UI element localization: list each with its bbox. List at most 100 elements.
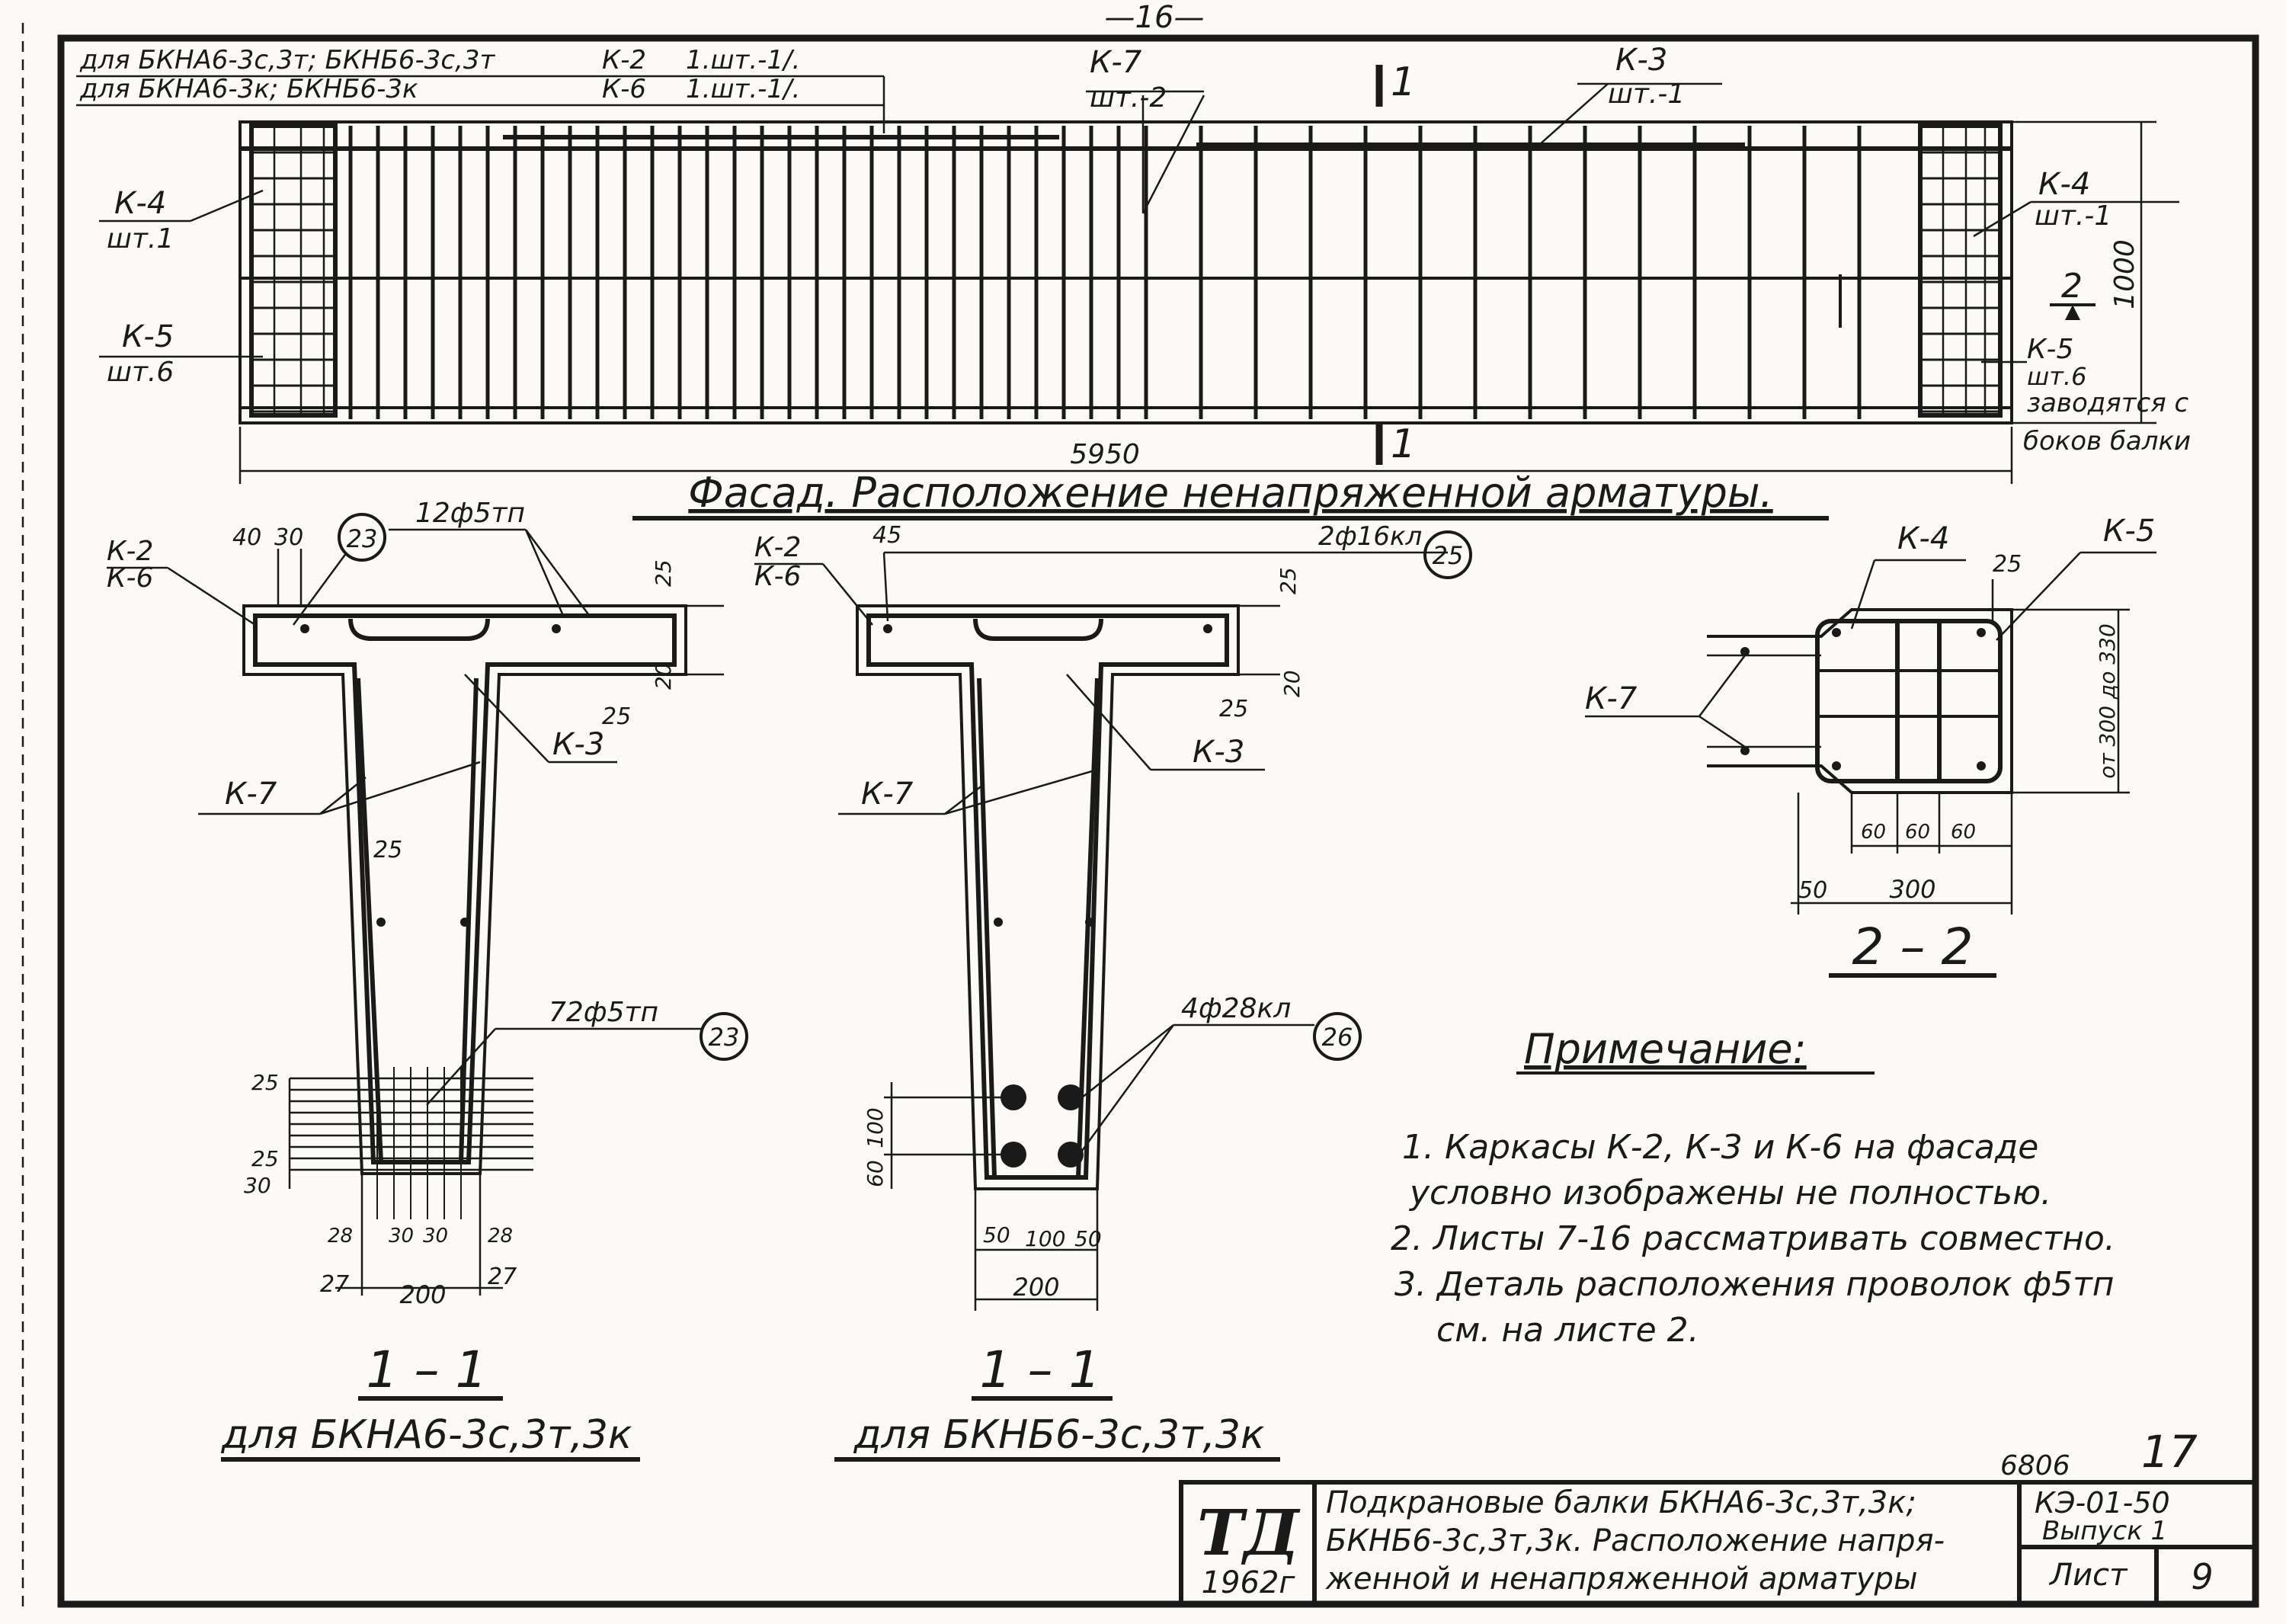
left-bottom-wire-label: 72ф5тп [549, 997, 658, 1028]
header-frame-1: К-2 [602, 45, 646, 75]
left-w28a: 28 [328, 1225, 353, 1248]
right-k7-label: К-7 [861, 777, 914, 812]
facade-k5-right-label: К-5 [2027, 334, 2073, 365]
facade-k5-left-label: К-5 [122, 319, 174, 354]
title-series: КЭ-01-50 [2035, 1486, 2170, 1520]
end-cage-left [249, 123, 338, 418]
facade-length-dim: 5950 [1070, 439, 1140, 470]
title-desc-3: женной и ненапряженной арматуры [1325, 1562, 1918, 1597]
notes-line-3: 2. Листы 7-16 рассматривать совместно. [1391, 1219, 2115, 1258]
title-block: 6806 17 ТД 1962г Подкрановые балки БКНА6… [1179, 1426, 2258, 1606]
right-k3-label: К-3 [1193, 735, 1244, 770]
title-logo: ТД [1197, 1497, 1301, 1570]
facade-side-note-2: боков балки [2023, 426, 2191, 456]
facade-k4-left-qty: шт.1 [107, 223, 174, 255]
facade-k3-qty: шт.-1 [1608, 78, 1685, 110]
facade-k4-left-label: К-4 [114, 186, 166, 221]
right-dim-25b: 25 [1219, 696, 1248, 722]
facade-height-dim: 1000 [2109, 239, 2140, 309]
title-sheet-label: Лист [2048, 1558, 2128, 1593]
s22-dim-300: 300 [1889, 875, 1935, 904]
s22-dim-60c: 60 [1951, 821, 1976, 844]
section-mark-bottom: 1 [1391, 421, 1416, 467]
right-k6-label: К-6 [754, 561, 801, 592]
title-year: 1962г [1202, 1565, 1296, 1600]
header-qty-2: 1.шт.-1/. [686, 74, 800, 104]
right-top-mark: 25 [1433, 541, 1464, 570]
end-cage-right [1918, 123, 2003, 418]
left-k3-label: К-3 [552, 727, 604, 762]
s22-dim-60b: 60 [1905, 821, 1930, 844]
s22-k5-label: К-5 [2103, 514, 2155, 549]
facade-k5-left-qty: шт.6 [107, 357, 174, 388]
left-w200: 200 [399, 1280, 446, 1309]
right-dim-20: 20 [1279, 670, 1305, 697]
facade-k7-label: К-7 [1090, 45, 1142, 80]
section-right: К-2 К-6 45 2ф16кл 25 25 20 25 К-3 К-7 4ф… [754, 521, 1472, 1462]
notes-title: Примечание: [1524, 1025, 1807, 1073]
left-caption: 1 – 1 [367, 1341, 488, 1399]
right-w50b: 50 [1074, 1226, 1102, 1251]
facade-k7-qty: шт.-2 [1090, 82, 1167, 114]
section-left: К-2 К-6 40 30 23 12ф5тп 25 20 25 К-3 К-7… [107, 498, 748, 1462]
right-h100: 100 [863, 1107, 888, 1148]
header-applies-1: для БКНА6-3с,3т; БКНБ6-3с,3т [79, 45, 496, 75]
archive-sheet: 17 [2141, 1426, 2198, 1478]
left-subcaption: для БКНА6-3с,3т,3к [221, 1412, 632, 1458]
title-issue: Выпуск 1 [2042, 1516, 2167, 1546]
s22-dim-60a: 60 [1861, 821, 1886, 844]
left-dim-25d: 25 [251, 1070, 279, 1095]
notes-line-2: условно изображены не полностью. [1408, 1174, 2051, 1212]
right-w50a: 50 [983, 1222, 1010, 1248]
facade-side-note-1: заводятся с [2027, 388, 2188, 418]
s22-dim-25: 25 [1993, 551, 2022, 578]
right-caption: 1 – 1 [980, 1341, 1101, 1399]
left-w30a: 30 [389, 1225, 414, 1248]
right-w200: 200 [1013, 1273, 1059, 1302]
facade-k3-label: К-3 [1615, 43, 1667, 78]
title-sheet-number: 9 [2191, 1556, 2213, 1597]
left-dim-20: 20 [651, 662, 676, 690]
left-dim-25e: 25 [251, 1146, 279, 1171]
left-k2-label: К-2 [107, 536, 153, 567]
left-dim-25a: 25 [651, 559, 676, 587]
header-qty-1: 1.шт.-1/. [686, 45, 800, 75]
right-bottom-mark: 26 [1322, 1023, 1353, 1052]
header-applies-2: для БКНА6-3к; БКНБ6-3к [79, 74, 418, 104]
facade-k4-right-qty: шт.-1 [2035, 200, 2112, 232]
facade-mark-2: 2 [2061, 267, 2083, 306]
right-top-bar-label: 2ф16кл [1318, 521, 1422, 552]
section-mark-top: 1 [1391, 59, 1416, 105]
beam-outline [239, 120, 2013, 424]
left-dim-30b: 30 [244, 1173, 271, 1198]
left-w30b: 30 [423, 1225, 448, 1248]
right-subcaption: для БКНБ6-3с,3т,3к [853, 1412, 1265, 1458]
notes-line-4: 3. Деталь расположения проволок ф5тп [1394, 1265, 2114, 1304]
s22-dim-vert: от 300 до 330 [2095, 623, 2120, 779]
left-top-wire-label: 12ф5тп [415, 498, 525, 529]
left-w27a: 27 [320, 1271, 349, 1298]
title-desc-2: БКНБ6-3с,3т,3к. Расположение напря- [1326, 1523, 1945, 1558]
s22-k7-label: К-7 [1585, 681, 1638, 716]
facade-title: Фасад. Расположение ненапряженной армату… [688, 469, 1772, 517]
right-dim-45: 45 [872, 522, 901, 549]
header-notes: для БКНА6-3с,3т; БКНБ6-3с,3т К-2 1.шт.-1… [76, 45, 885, 133]
left-w28b: 28 [488, 1225, 513, 1248]
page-number: —16— [1105, 0, 1205, 35]
right-w100: 100 [1025, 1226, 1065, 1251]
s22-caption: 2 – 2 [1852, 918, 1974, 976]
left-k7-label: К-7 [225, 777, 277, 812]
left-w27b: 27 [488, 1264, 517, 1290]
wire-pattern [290, 1067, 533, 1219]
right-h60: 60 [863, 1160, 888, 1187]
facade-k4-right-label: К-4 [2038, 167, 2090, 202]
left-dim-25c: 25 [373, 837, 402, 863]
section-2-2: К-4 К-5 К-7 25 от 300 до 330 60 60 60 50… [1585, 514, 2156, 978]
left-dim-40: 40 [232, 524, 261, 551]
right-dim-25a: 25 [1276, 567, 1301, 594]
left-dim-25b: 25 [602, 703, 631, 730]
header-frame-2: К-6 [602, 74, 646, 104]
stirrups [348, 126, 1862, 419]
s22-dim-50: 50 [1798, 877, 1827, 904]
